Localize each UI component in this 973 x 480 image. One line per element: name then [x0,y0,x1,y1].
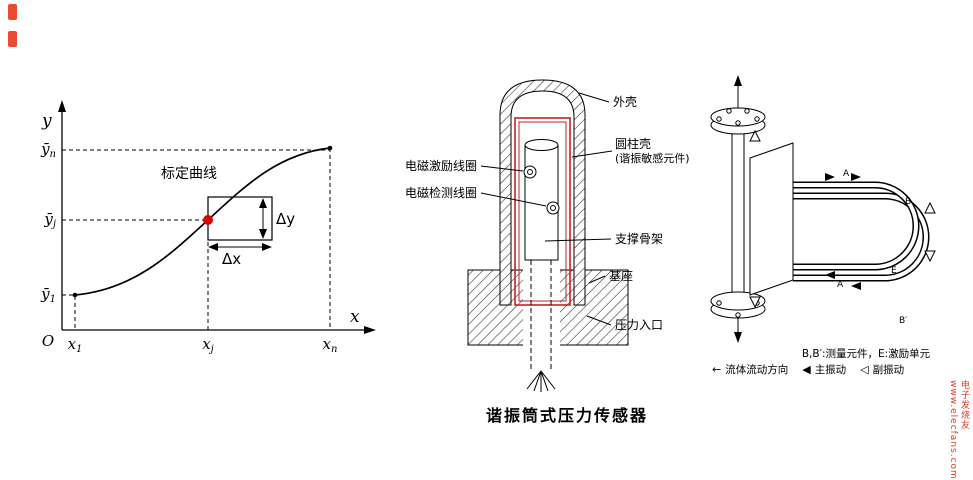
u-tubes [793,181,930,282]
flow-meter-diagram: A B A′ E B′ [710,75,936,343]
curve-start-point [72,292,78,298]
flow-up-arrow-icon [734,75,742,86]
sensor-shell [499,79,586,306]
x-axis-arrow-icon [364,326,376,334]
point-b: B [905,197,911,207]
resonant-cylinder-outer [514,117,571,306]
figure-canvas: 标定曲线 y x ȳn ȳj ȳ1 O x1 xj xn Δy Δx [8,4,969,480]
axes [58,100,376,334]
label-detection-coil: 电磁检测线圈 [405,185,477,200]
legend-label-flow: 流体流动方向 [725,364,789,376]
legend-item-secondary-vibration: ◁ 副振动 [860,362,904,377]
x-tick-n: xn [323,335,338,355]
main-vibration-icon: ◀ [802,363,811,376]
secondary-vibration-icon: ◁ [860,363,869,376]
delta-x-arrow [208,243,272,251]
flowmeter-note: B,B′:测量元件，E:激励单元 [801,348,931,360]
lead-wires [526,370,556,392]
flow-down-arrow-icon [734,332,742,343]
pressure-sensor-diagram: 外壳 圆柱壳 (谐振敏感元件) 电磁激励线圈 电磁检测线圈 支撑骨架 基座 压力… [405,79,690,392]
label-cylinder-line1: 圆柱壳 [615,136,651,151]
x-tick-j: xj [202,335,214,355]
label-shell: 外壳 [613,95,637,109]
excitation-coil [523,165,537,179]
corner-mark [8,31,17,47]
flow-direction-icon: ← [712,363,722,376]
mounting-plate [749,142,794,296]
flowmeter-legend: ← 流体流动方向 ◀ 主振动 ◁ 副振动 [712,362,904,377]
point-e: E [891,266,897,276]
point-a: A [843,169,850,179]
support-frame-top [524,139,559,151]
calibration-curve-diagram: 标定曲线 y x ȳn ȳj ȳ1 O x1 xj xn Δy Δx [40,100,376,355]
watermark-site-name: 电子发烧友 [959,380,969,430]
y-tick-1: ȳ1 [40,285,56,305]
delta-y-label: Δy [276,210,295,228]
curve-end-point [327,145,333,151]
legend-item-flow: ← 流体流动方向 [712,362,788,377]
watermark-site-url: www.elecfans.com [948,380,958,480]
y-tick-j: ȳj [43,210,56,230]
x-axis-label: x [350,307,360,327]
vibration-arrows [749,129,936,309]
curve-title: 标定曲线 [161,166,217,182]
origin-label: O [42,332,54,350]
legend-label-secondary-vibration: 副振动 [872,364,905,376]
label-pressure-inlet: 压力入口 [615,318,663,332]
legend-item-main-vibration: ◀ 主振动 [802,362,846,377]
watermark: 电子发烧友 www.elecfans.com [947,380,969,480]
delta-y-arrow [259,198,267,239]
y-axis-arrow-icon [58,100,66,112]
outlet-stub [734,318,742,343]
inlet-stub [734,75,742,109]
legend-label-main-vibration: 主振动 [814,364,847,376]
point-b-prime: B′ [899,316,907,326]
y-tick-n: ȳn [40,140,56,160]
detection-coil [546,201,560,215]
y-axis-label: y [41,111,52,131]
corner-watermark-marks [8,4,20,58]
sensor-caption: 谐振筒式压力传感器 [485,406,648,425]
label-cylinder-line2: (谐振敏感元件) [615,151,690,165]
base-channel [523,269,560,347]
label-support-frame: 支撑骨架 [615,231,663,246]
label-excitation-coil: 电磁激励线圈 [405,158,477,173]
calibration-point [203,215,213,225]
delta-x-label: Δx [222,250,241,268]
resonant-cylinder-inner [518,121,567,302]
point-a-prime: A′ [837,280,845,290]
bottom-flange [710,291,766,319]
top-flange [710,107,766,135]
flow-arrows [825,173,861,290]
leader-lines [480,92,613,326]
label-base: 基座 [609,268,633,283]
pressure-tube [530,260,552,371]
x-tick-1: x1 [68,335,83,355]
corner-mark [8,4,17,20]
vertical-pipe [731,129,745,297]
